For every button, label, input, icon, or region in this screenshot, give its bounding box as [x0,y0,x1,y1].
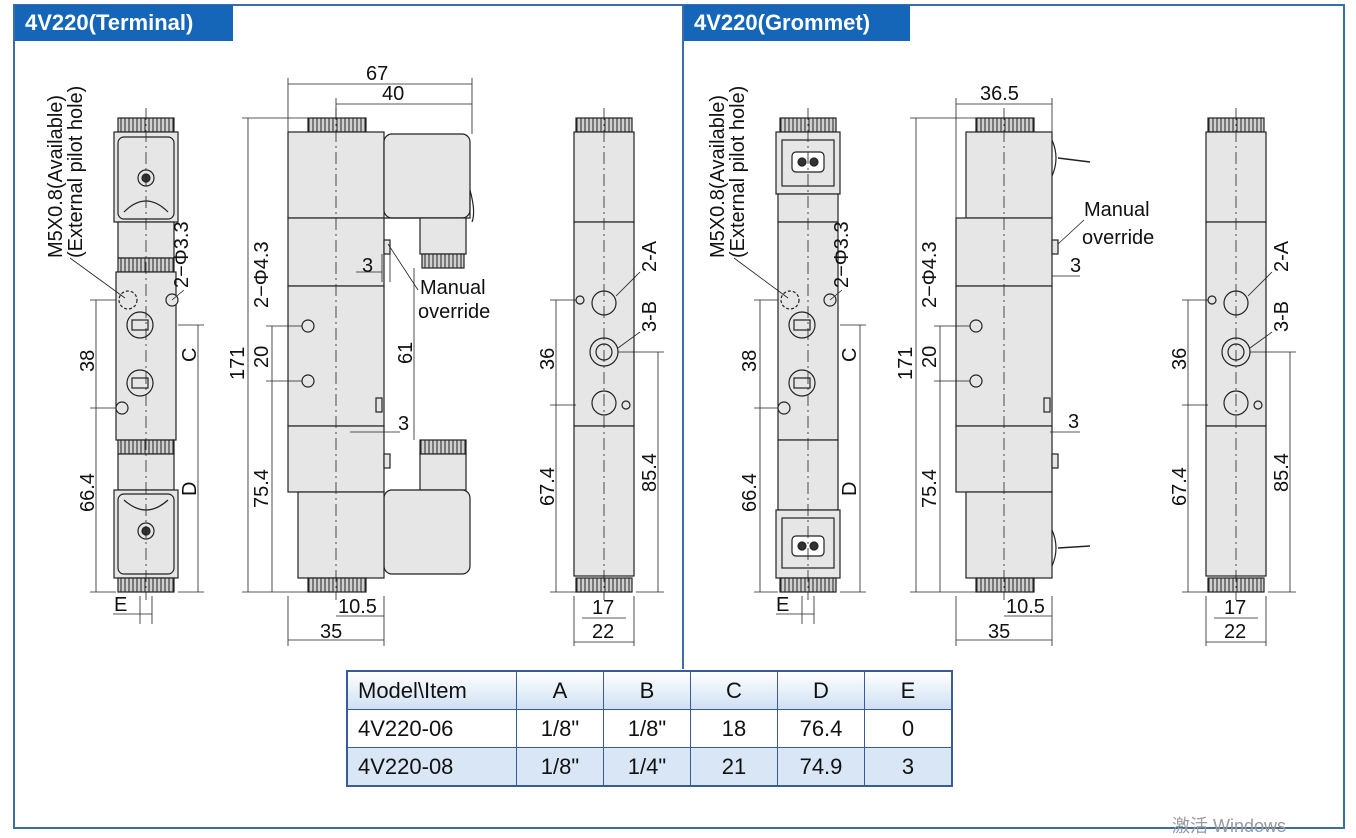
grommet-dim-10-5: 10.5 [1006,596,1045,618]
dim-67-4: 67.4 [537,467,559,506]
port-b-label: 3-B [639,301,661,332]
label-c: C [179,348,201,362]
table-cell: 1/4" [603,747,691,787]
table-header-cell: B [603,670,691,710]
dim-3-upper: 3 [362,255,373,277]
manual-override-label: Manual [420,277,486,299]
table-header-cell: A [516,670,604,710]
grommet-dim-75-4: 75.4 [919,469,941,508]
dim-36-5: 36.5 [980,83,1019,105]
hole-small-label: 2−Φ3.3 [171,221,193,288]
terminal-panel-title: 4V220(Terminal) [15,5,233,41]
dim-17: 17 [592,597,614,619]
label-d: D [179,482,201,496]
dim-35: 35 [320,621,342,643]
grommet-pilot-hole-label: M5X0.8(Available) [707,95,729,258]
table-header-cell: Model\Item [346,670,517,710]
hole-large-label: 2−Φ4.3 [251,241,273,308]
terminal-side-view [242,78,475,646]
grommet-side-view [910,98,1091,646]
grommet-front-view [733,108,866,624]
grommet-dim-22: 22 [1224,621,1246,643]
grommet-port-a-label: 2-A [1271,240,1293,272]
table-cell: 4V220-06 [346,709,517,748]
grommet-dim-38: 38 [739,350,761,372]
dim-10-5: 10.5 [338,596,377,618]
table-header-cell: D [777,670,865,710]
grommet-pilot-hole-note: (External pilot hole) [727,86,749,258]
port-a-label: 2-A [639,240,661,272]
table-cell: 0 [864,709,953,748]
terminal-port-view [550,108,664,646]
dim-66-4: 66.4 [77,473,99,512]
dim-3-lower: 3 [398,413,409,435]
grommet-dim-67-4: 67.4 [1169,467,1191,506]
dim-67: 67 [366,63,388,85]
grommet-hole-large-label: 2−Φ4.3 [919,241,941,308]
grommet-hole-small-label: 2−Φ3.3 [831,221,853,288]
panel-divider [682,4,684,669]
dim-40: 40 [382,83,404,105]
table-cell: 74.9 [777,747,865,787]
grommet-port-view [1182,108,1296,646]
grommet-label-d: D [839,482,861,496]
pilot-hole-label: M5X0.8(Available) [45,95,67,258]
dim-22: 22 [592,621,614,643]
dim-61: 61 [395,342,417,364]
table-cell: 76.4 [777,709,865,748]
grommet-label-e: E [776,594,789,616]
table-row: 4V220-06 1/8" 1/8" 18 76.4 0 [346,709,953,748]
table-row: 4V220-08 1/8" 1/4" 21 74.9 3 [346,747,953,787]
table-cell: 21 [690,747,778,787]
label-e: E [114,594,127,616]
table-cell: 4V220-08 [346,747,517,787]
grommet-dim-17: 17 [1224,597,1246,619]
grommet-dim-171: 171 [895,347,917,380]
grommet-dim-36: 36 [1169,348,1191,370]
grommet-manual-override-label-2: override [1082,227,1154,249]
grommet-panel-title: 4V220(Grommet) [684,5,910,41]
dim-36: 36 [537,348,559,370]
table-header-cell: C [690,670,778,710]
dim-38: 38 [77,350,99,372]
manual-override-label-2: override [418,301,490,323]
table-header-cell: E [864,670,953,710]
pilot-hole-note: (External pilot hole) [65,86,87,258]
table-header-row: Model\Item A B C D E [346,670,953,710]
activation-watermark: 激活 Windows [1172,816,1287,836]
grommet-dim-20: 20 [919,346,941,368]
dim-20: 20 [251,346,273,368]
dim-171: 171 [227,347,249,380]
dim-85-4: 85.4 [639,453,661,492]
grommet-dim-3-upper: 3 [1070,255,1081,277]
grommet-port-b-label: 3-B [1271,301,1293,332]
grommet-dim-85-4: 85.4 [1271,453,1293,492]
table-cell: 3 [864,747,953,787]
dim-75-4: 75.4 [251,469,273,508]
grommet-label-c: C [839,348,861,362]
terminal-front-view [69,108,204,624]
outer-frame [13,4,1345,829]
table-cell: 1/8" [516,709,604,748]
table-cell: 1/8" [603,709,691,748]
table-cell: 18 [690,709,778,748]
grommet-manual-override-label: Manual [1084,199,1150,221]
table-cell: 1/8" [516,747,604,787]
grommet-dim-35: 35 [988,621,1010,643]
grommet-dim-3-lower: 3 [1068,411,1079,433]
grommet-dim-66-4: 66.4 [739,473,761,512]
spec-table: Model\Item A B C D E 4V220-06 1/8" 1/8" … [346,670,953,787]
